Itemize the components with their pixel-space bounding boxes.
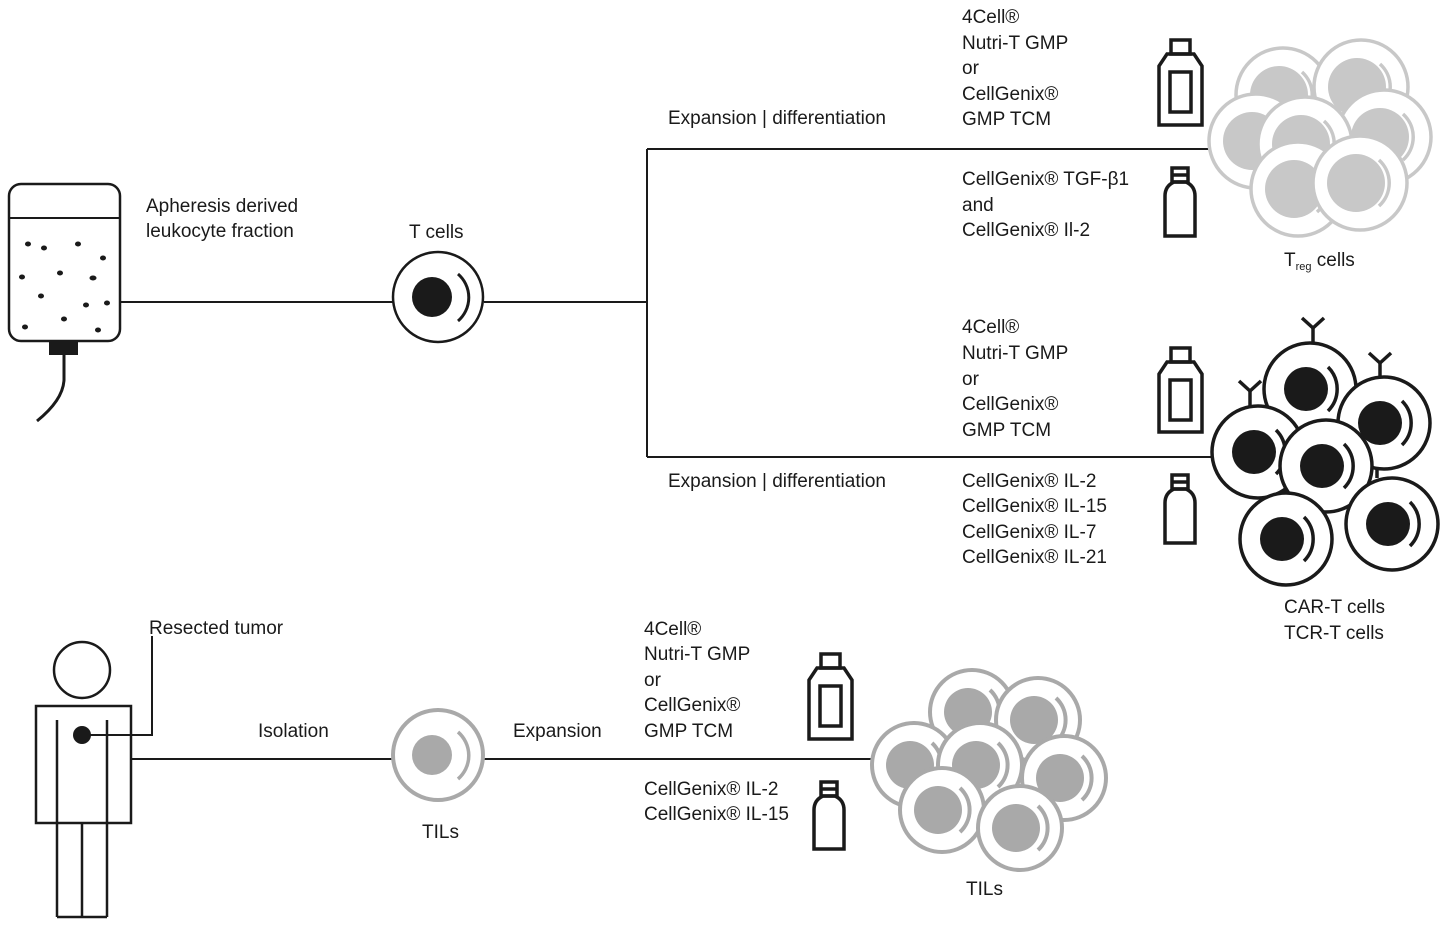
patient-figure-icon xyxy=(34,640,133,919)
tils-label: TILs xyxy=(422,822,459,843)
vial-icon-lower xyxy=(1163,473,1197,545)
expansion-label: Expansion xyxy=(513,721,602,742)
treg-label-suffix: cells xyxy=(1311,250,1355,271)
bottle-icon-lower xyxy=(1157,346,1204,434)
apheresis-bag-icon xyxy=(7,182,122,423)
tils-medium-line: CellGenix® xyxy=(644,695,741,716)
car-t-cell xyxy=(1278,418,1374,514)
car-t-cell-cluster-icon xyxy=(1210,316,1440,587)
lower-medium-line: or xyxy=(962,369,979,390)
upper-factor-line: CellGenix® TGF-β1 xyxy=(962,169,1130,190)
til-cell-icon xyxy=(391,708,485,802)
lower-factor-line: CellGenix® IL-7 xyxy=(962,522,1097,543)
treg-cell xyxy=(1311,134,1409,232)
receptor-icon xyxy=(1237,379,1263,406)
til-cell xyxy=(976,784,1064,872)
treg-cells-label: Treg cells xyxy=(1284,248,1355,281)
lower-factor-line: CellGenix® IL-21 xyxy=(962,547,1107,568)
tils-factor-line: CellGenix® IL-15 xyxy=(644,804,789,825)
upper-medium-line: or xyxy=(962,58,979,79)
tils-medium-line: or xyxy=(644,670,661,691)
apheresis-label-line2: leukocyte fraction xyxy=(146,221,294,242)
apheresis-label-line1: Apheresis derived xyxy=(146,196,299,217)
t-cell-icon xyxy=(391,250,485,344)
upper-medium-line: 4Cell® xyxy=(962,7,1020,28)
lower-factor-line: CellGenix® IL-15 xyxy=(962,496,1107,517)
upper-medium-line: GMP TCM xyxy=(962,109,1052,130)
upper-factor-line: and xyxy=(962,195,994,216)
car-t-cell xyxy=(1344,476,1440,572)
lower-medium-line: GMP TCM xyxy=(962,420,1052,441)
treg-label-main: T xyxy=(1284,250,1296,271)
t-cells-label: T cells xyxy=(409,222,464,243)
bottle-icon-upper xyxy=(1157,38,1204,127)
receptor-icon xyxy=(1300,316,1326,345)
lower-medium-line: Nutri-T GMP xyxy=(962,343,1069,364)
connector-lines xyxy=(84,148,1230,760)
tcr-t-cells-label: TCR-T cells xyxy=(1284,623,1384,644)
lower-process-label: Expansion | differentiation xyxy=(668,471,886,492)
tils-factor-line: CellGenix® IL-2 xyxy=(644,779,779,800)
tumor-marker-icon xyxy=(73,726,91,744)
resected-tumor-label: Resected tumor xyxy=(149,618,284,639)
upper-process-label: Expansion | differentiation xyxy=(668,108,886,129)
car-t-cells-label: CAR-T cells xyxy=(1284,597,1385,618)
treg-cell-cluster-icon xyxy=(1207,38,1433,238)
treg-label-subscript: reg xyxy=(1295,261,1312,273)
tils-medium-line: Nutri-T GMP xyxy=(644,644,751,665)
til-cell-cluster-icon xyxy=(870,668,1108,872)
lower-factor-line: CellGenix® IL-2 xyxy=(962,471,1097,492)
lower-medium-line: 4Cell® xyxy=(962,317,1020,338)
til-cell xyxy=(898,766,986,854)
upper-medium-line: Nutri-T GMP xyxy=(962,33,1069,54)
bottle-icon-tils xyxy=(807,652,854,741)
lower-medium-line: CellGenix® xyxy=(962,394,1059,415)
tils-medium-line: 4Cell® xyxy=(644,619,702,640)
upper-medium-line: CellGenix® xyxy=(962,84,1059,105)
upper-factor-line: CellGenix® Il-2 xyxy=(962,220,1091,241)
isolation-label: Isolation xyxy=(258,721,329,742)
tumor-callout-line xyxy=(84,636,153,736)
vial-icon-upper xyxy=(1163,166,1197,238)
car-t-cell xyxy=(1262,341,1358,437)
car-t-cell xyxy=(1238,491,1334,587)
tils-result-label: TILs xyxy=(966,879,1003,900)
vial-icon-tils xyxy=(812,780,846,851)
tils-medium-line: GMP TCM xyxy=(644,721,734,742)
